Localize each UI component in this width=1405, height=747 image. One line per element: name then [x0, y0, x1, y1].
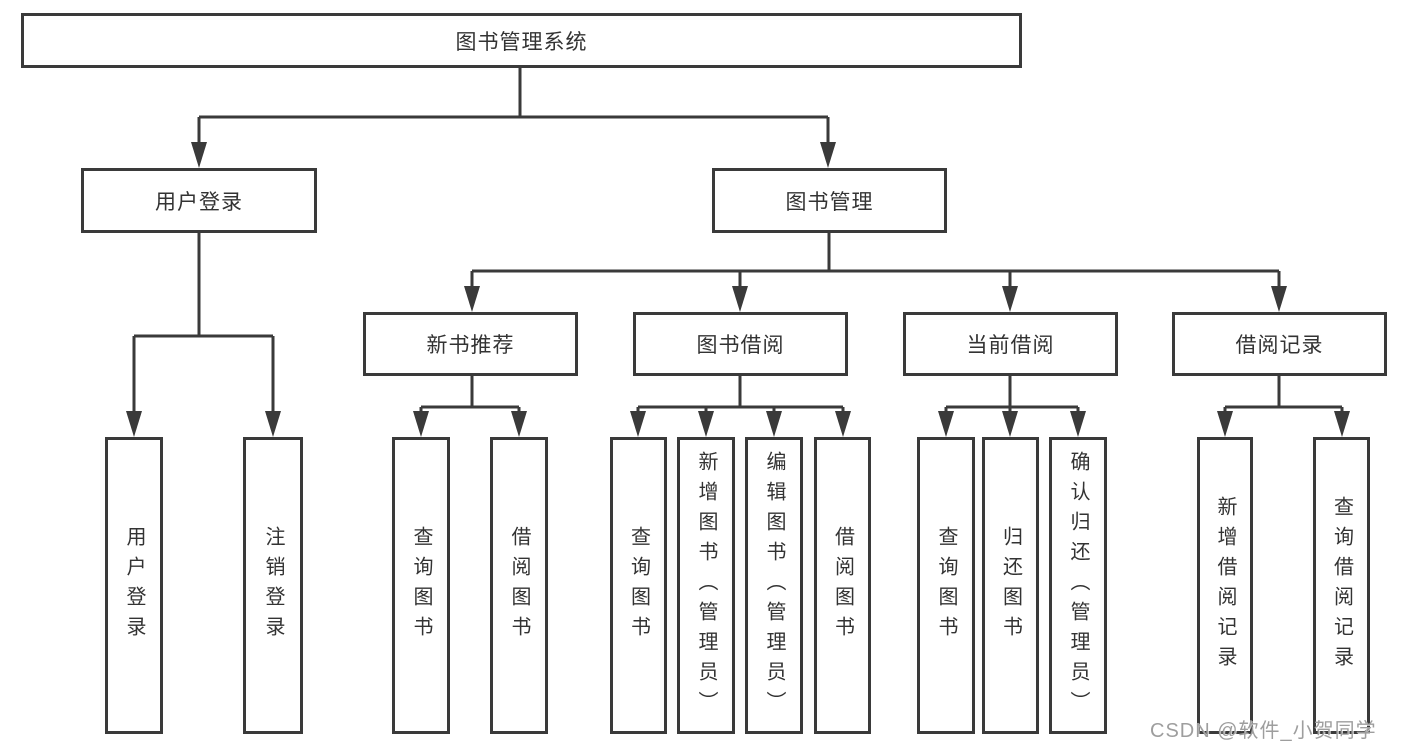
node-leaf-borrow-books: 借阅图书 [490, 437, 548, 734]
node-leaf-query-books: 查询图书 [610, 437, 667, 734]
node-leaf-add-borrow-record: 新增借阅记录 [1197, 437, 1253, 734]
node-leaf-add-books-admin: 新增图书（管理员） [677, 437, 735, 734]
node-leaf-user-login: 用户登录 [105, 437, 163, 734]
node-leaf-query-books: 查询图书 [917, 437, 975, 734]
node-leaf-edit-books-admin: 编辑图书（管理员） [745, 437, 803, 734]
node-leaf-borrow-books: 借阅图书 [814, 437, 871, 734]
node-leaf-query-books: 查询图书 [392, 437, 450, 734]
node-user-login: 用户登录 [81, 168, 317, 233]
node-leaf-query-borrow-record: 查询借阅记录 [1313, 437, 1370, 734]
node-library-management-system: 图书管理系统 [21, 13, 1022, 68]
node-leaf-return-books: 归还图书 [982, 437, 1039, 734]
node-current-borrowing: 当前借阅 [903, 312, 1118, 376]
csdn-watermark: CSDN @软件_小贺同学 [1150, 720, 1377, 742]
node-book-management: 图书管理 [712, 168, 947, 233]
node-leaf-confirm-return-admin: 确认归还（管理员） [1049, 437, 1107, 734]
node-new-book-recommendation: 新书推荐 [363, 312, 578, 376]
node-borrowing-records: 借阅记录 [1172, 312, 1387, 376]
node-book-borrowing: 图书借阅 [633, 312, 848, 376]
node-leaf-logout: 注销登录 [243, 437, 303, 734]
